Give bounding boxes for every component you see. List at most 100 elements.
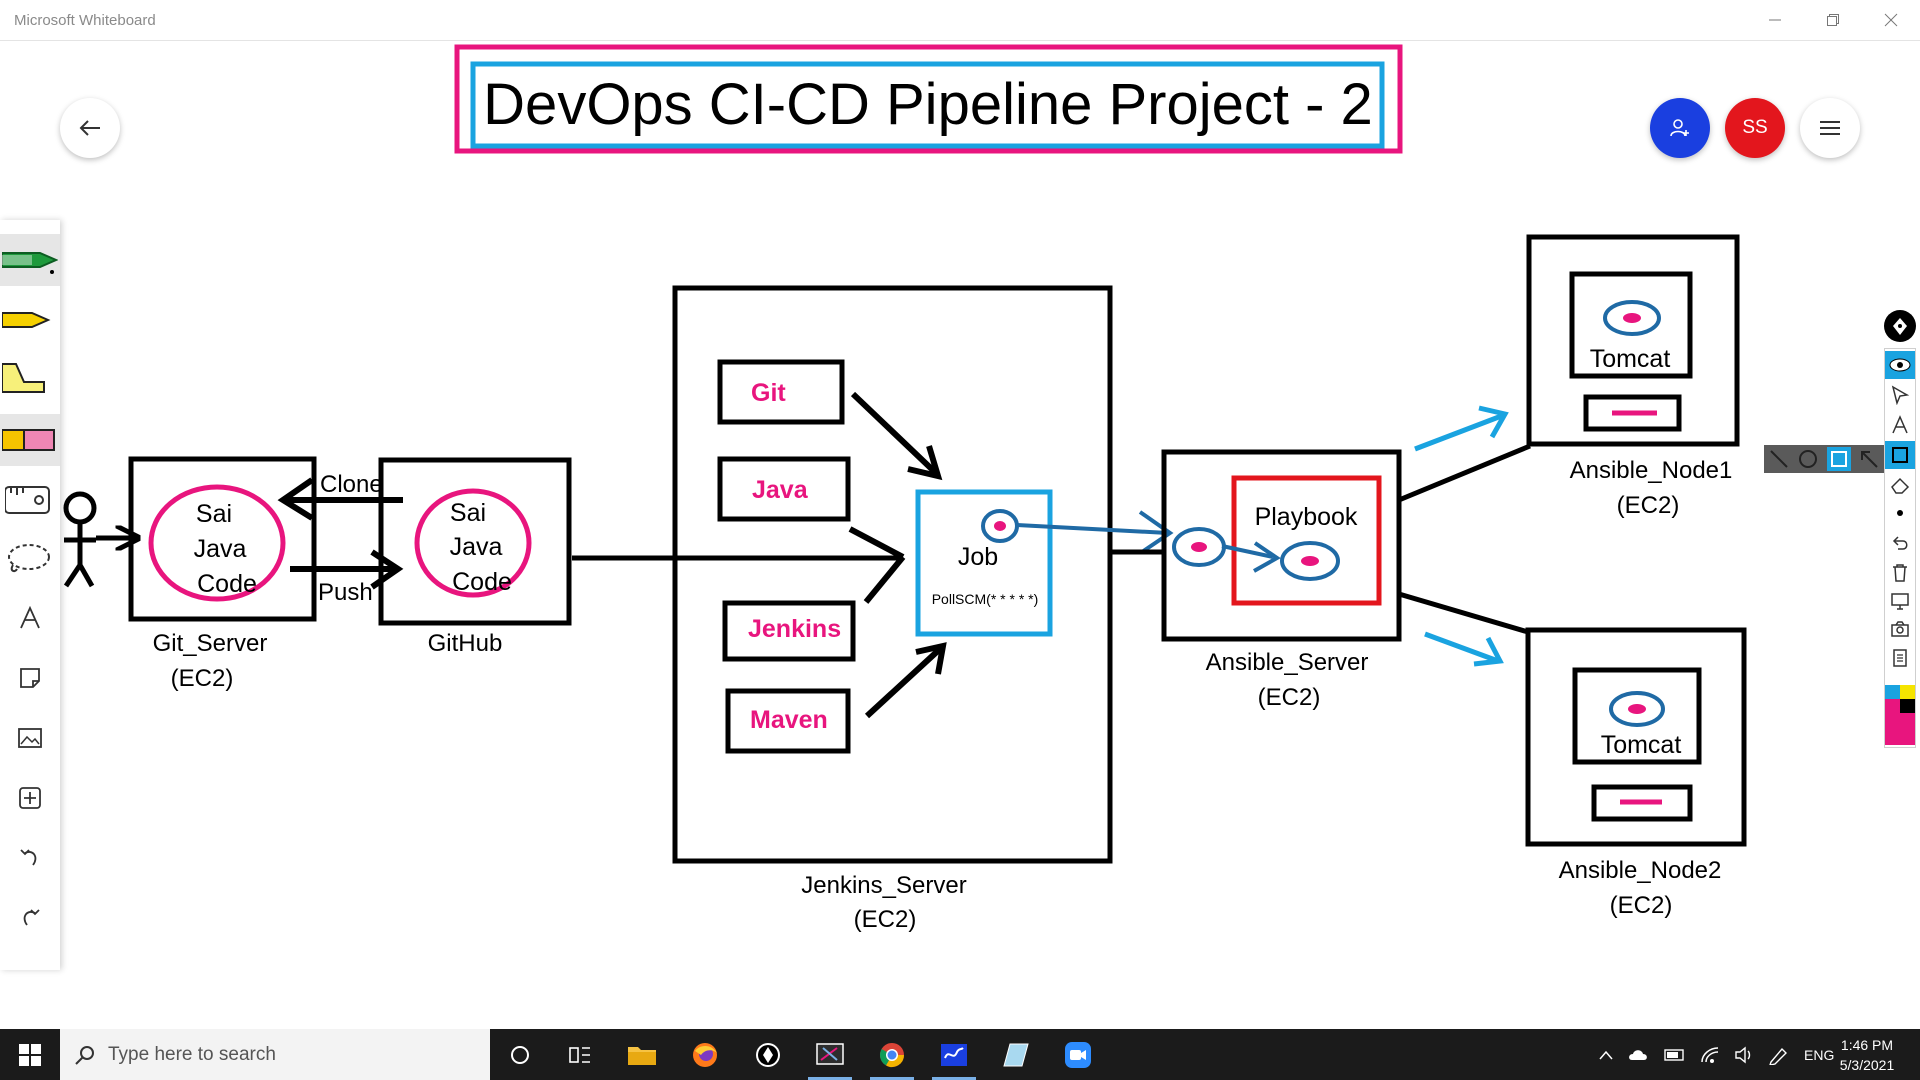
undo-button[interactable]: [0, 832, 60, 884]
pen-app-icon: [756, 1042, 780, 1067]
ansible-to-node2-line: [1398, 591, 1529, 635]
push-arrow[interactable]: [290, 549, 404, 590]
git-server-node[interactable]: Sai Java Code Git_Server (EC2): [128, 456, 317, 692]
select-tool[interactable]: [1885, 381, 1915, 409]
chevron-up-icon[interactable]: [1598, 1049, 1614, 1061]
circle-shape-icon[interactable]: [1797, 448, 1819, 470]
arrow-shape-icon[interactable]: [1858, 448, 1880, 470]
taskbar-clock[interactable]: 1:46 PM 5/3/2021: [1822, 1035, 1912, 1075]
screen-tool[interactable]: [1885, 587, 1915, 615]
undo-icon: [20, 849, 37, 866]
snipping-tool-taskbar[interactable]: [800, 1029, 860, 1080]
ansible-node2[interactable]: Tomcat Ansible_Node2 (EC2): [1525, 627, 1747, 919]
chrome-taskbar[interactable]: [862, 1029, 922, 1080]
clipboard-tool[interactable]: [1885, 643, 1915, 671]
github-node[interactable]: Sai Java Code GitHub: [378, 457, 572, 657]
ruler-tool[interactable]: [0, 474, 60, 526]
volume-icon[interactable]: [1734, 1046, 1754, 1064]
line-shape-icon[interactable]: [1768, 448, 1790, 470]
taskbar-search[interactable]: Type here to search: [60, 1029, 490, 1080]
dot-size-tool[interactable]: [1885, 499, 1915, 527]
camera-tool[interactable]: [1885, 615, 1915, 643]
start-button[interactable]: [0, 1029, 60, 1080]
snipping-tool-icon: [816, 1042, 844, 1065]
highlighter-tool[interactable]: [0, 354, 60, 406]
eraser-tool[interactable]: [0, 414, 60, 466]
task-view-button[interactable]: [550, 1029, 610, 1080]
ansible-server-node[interactable]: Playbook Ansible_Server (EC2): [1161, 449, 1402, 711]
eraser-tool-right[interactable]: [1885, 471, 1915, 499]
text-tool[interactable]: [0, 592, 60, 644]
trash-icon: [1893, 564, 1907, 582]
cortana-button[interactable]: [490, 1029, 550, 1080]
notes-app-taskbar[interactable]: [986, 1029, 1046, 1080]
language-indicator[interactable]: ENG: [1804, 1046, 1835, 1063]
image-icon: [18, 728, 42, 748]
deploy-arrow-node2[interactable]: [1424, 631, 1504, 667]
shape-tool[interactable]: [1885, 441, 1915, 469]
color-cyan-swatch[interactable]: [1885, 685, 1900, 699]
whiteboard-app-icon: [941, 1043, 967, 1066]
color-palette[interactable]: [1885, 685, 1915, 745]
pen-nib-icon: [1893, 318, 1907, 335]
eraser-icon: [2, 429, 55, 451]
ink-toolbar-toggle[interactable]: [1884, 310, 1916, 342]
git-server-label: Git_Server: [153, 630, 268, 657]
invite-button[interactable]: [1650, 98, 1710, 158]
clock-date: 5/3/2021: [1839, 1057, 1895, 1073]
restore-button[interactable]: [1810, 0, 1856, 40]
file-explorer-taskbar[interactable]: [612, 1029, 672, 1080]
sticky-note-tool[interactable]: [0, 652, 60, 704]
ansible-node1[interactable]: Tomcat Ansible_Node1 (EC2): [1526, 234, 1740, 519]
color-black-swatch[interactable]: [1900, 699, 1915, 713]
developer-figure[interactable]: [63, 491, 138, 588]
whiteboard-taskbar[interactable]: [924, 1029, 984, 1080]
search-icon: [75, 1045, 94, 1065]
pen-yellow-tool[interactable]: [0, 294, 60, 346]
notes-app-icon: [1003, 1043, 1029, 1066]
clipboard-icon: [1893, 649, 1907, 667]
node2-sublabel: (EC2): [1610, 892, 1673, 919]
redo-button[interactable]: [0, 892, 60, 944]
pen-app-taskbar[interactable]: [738, 1029, 798, 1080]
deploy-arrow-node1[interactable]: [1414, 405, 1509, 452]
tool-git: Git: [751, 379, 786, 407]
image-tool[interactable]: [0, 712, 60, 764]
color-magenta-swatch[interactable]: [1885, 699, 1900, 713]
lasso-tool[interactable]: [0, 532, 60, 584]
settings-menu-button[interactable]: [1800, 98, 1860, 158]
color-yellow-swatch[interactable]: [1900, 685, 1915, 699]
back-button[interactable]: [60, 98, 120, 158]
battery-icon[interactable]: [1664, 1046, 1686, 1064]
user-avatar[interactable]: SS: [1725, 98, 1785, 158]
camera-icon: [1891, 621, 1909, 637]
delete-tool[interactable]: [1885, 559, 1915, 587]
minimize-button[interactable]: [1752, 0, 1798, 40]
jenkins-server-node[interactable]: Git Java Jenkins Maven Jenkins_Server (E…: [672, 285, 1113, 933]
system-tray: ENG: [1598, 1029, 1834, 1080]
right-ink-toolbar: [1884, 348, 1916, 748]
pen-green-tool[interactable]: [0, 234, 60, 286]
tool-to-job-arrows[interactable]: [848, 391, 947, 719]
job-to-ansible-arrow[interactable]: [1016, 510, 1174, 554]
clone-arrow[interactable]: [277, 477, 403, 521]
text-icon: [20, 606, 40, 629]
wifi-icon[interactable]: [1700, 1046, 1720, 1064]
whiteboard-canvas[interactable]: DevOps CI-CD Pipeline Project - 2 Sai Ja…: [0, 41, 1920, 1029]
task-view-icon: [569, 1046, 590, 1063]
sticky-note-icon: [20, 668, 40, 688]
pen-tool-right[interactable]: [1885, 411, 1915, 439]
add-content-tool[interactable]: [0, 772, 60, 824]
color-selected-swatch[interactable]: [1885, 713, 1915, 745]
undo-tool-right[interactable]: [1885, 529, 1915, 557]
jenkins-job-node[interactable]: Job PollSCM(* * * * *): [915, 489, 1053, 637]
firefox-taskbar[interactable]: [675, 1029, 735, 1080]
ruler-icon: [5, 486, 50, 514]
rectangle-shape-icon[interactable]: [1826, 447, 1851, 471]
zoom-taskbar[interactable]: [1048, 1029, 1108, 1080]
onedrive-icon[interactable]: [1628, 1046, 1650, 1064]
view-tool[interactable]: [1885, 351, 1915, 379]
close-window-button[interactable]: [1868, 0, 1914, 40]
board-title[interactable]: DevOps CI-CD Pipeline Project - 2: [454, 44, 1403, 154]
pen-workspace-icon[interactable]: [1768, 1045, 1790, 1065]
